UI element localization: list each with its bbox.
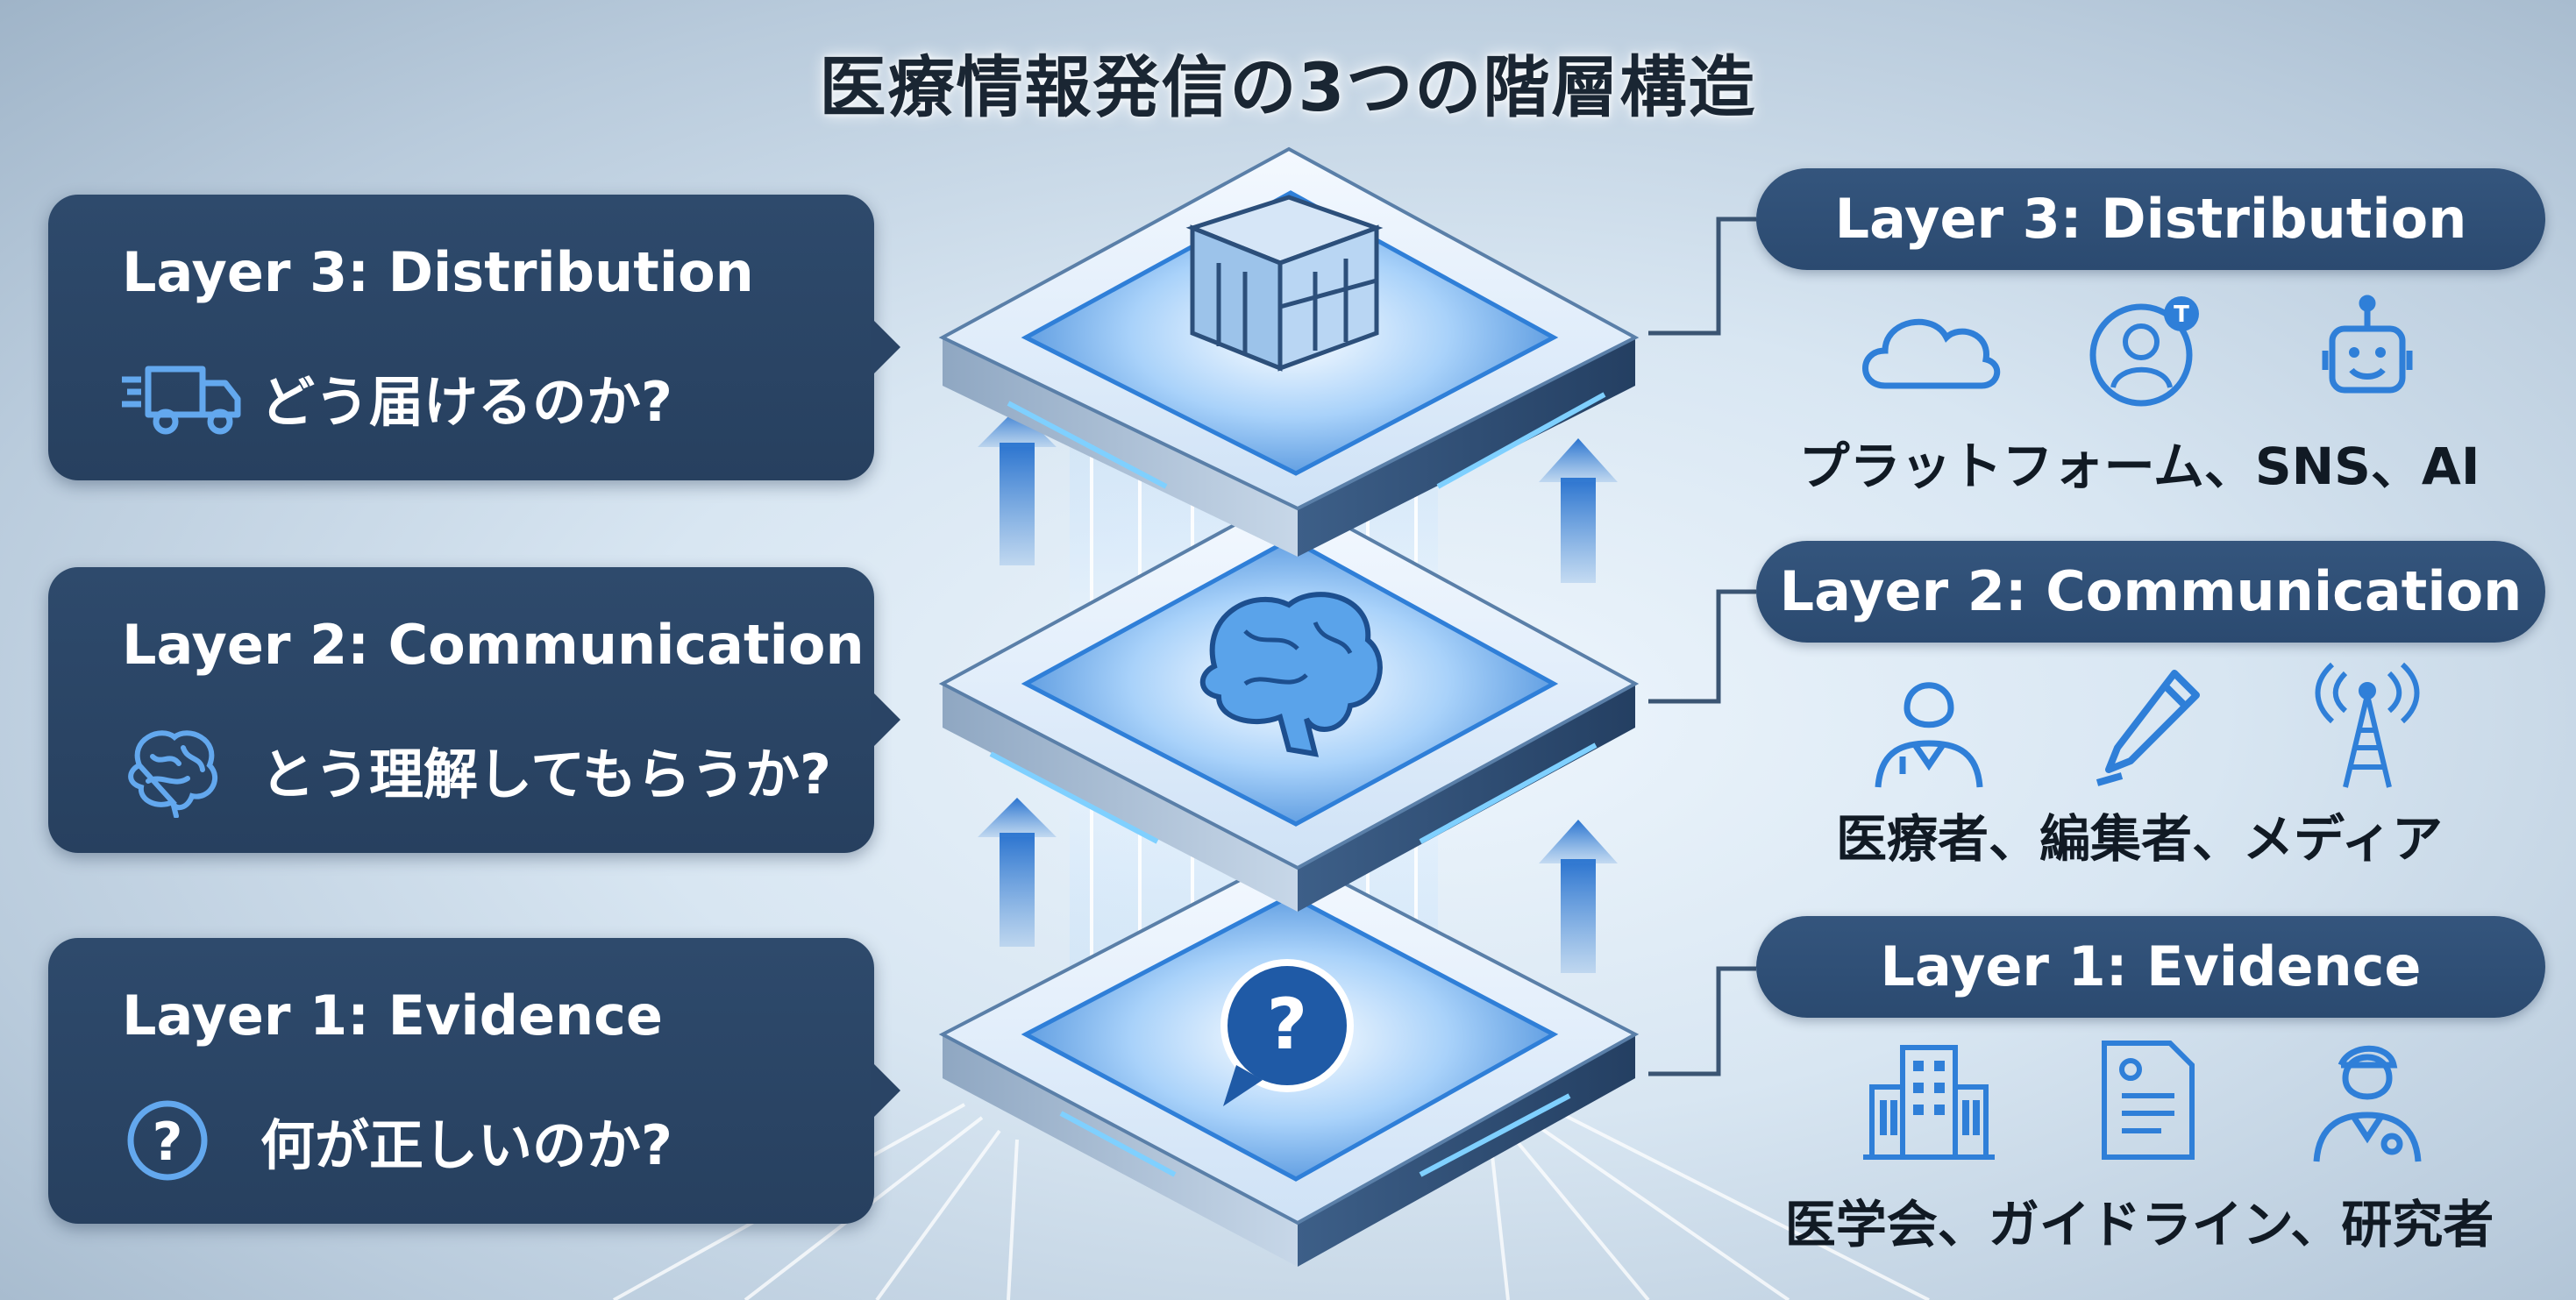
platform-layer-1: ? bbox=[938, 852, 1640, 1267]
callout-pointer bbox=[871, 317, 900, 377]
question-circle-icon: ? bbox=[122, 1092, 245, 1189]
truck-icon bbox=[122, 349, 245, 445]
callout-layer-3: Layer 3: Distribution どう届けるのか? bbox=[48, 195, 900, 480]
platform-layer-2 bbox=[938, 493, 1640, 912]
doctor-icon bbox=[1841, 656, 2017, 796]
upward-arrows bbox=[978, 408, 1618, 973]
pill-layer-3: Layer 3: Distribution bbox=[1756, 168, 2545, 270]
callout-pointer bbox=[871, 1061, 900, 1120]
pen-icon bbox=[2060, 656, 2236, 796]
actors-layer-2: 医療者、編集者、メディア bbox=[1836, 809, 2443, 869]
svg-text:T: T bbox=[2174, 302, 2189, 328]
callout-layer-title: Layer 2: Communication bbox=[122, 613, 865, 677]
broadcast-tower-icon bbox=[2280, 656, 2455, 796]
connectors bbox=[1648, 217, 1756, 1076]
server-cube-icon bbox=[1185, 195, 1384, 372]
building-icon bbox=[1841, 1030, 2017, 1170]
brain-icon bbox=[1199, 592, 1383, 757]
actors-layer-1: 医学会、ガイドライン、研究者 bbox=[1784, 1195, 2494, 1254]
question-bubble-icon: ? bbox=[1220, 959, 1354, 1106]
pill-layer-1: Layer 1: Evidence bbox=[1756, 916, 2545, 1018]
actors-layer-3: プラットフォーム、SNS、AI bbox=[1798, 437, 2480, 496]
icons-row-layer-1 bbox=[1841, 1030, 2455, 1170]
document-icon bbox=[2060, 1030, 2236, 1170]
robot-icon bbox=[2280, 281, 2455, 421]
callout-pointer bbox=[871, 690, 900, 749]
icons-row-layer-3: T bbox=[1841, 281, 2455, 421]
callout-question: どう届けるのか? bbox=[260, 370, 672, 434]
researcher-icon bbox=[2280, 1030, 2455, 1170]
cloud-icon bbox=[1841, 281, 2017, 421]
pill-layer-2: Layer 2: Communication bbox=[1756, 541, 2545, 643]
callout-layer-1: Layer 1: Evidence ? 何が正しいのか? bbox=[48, 938, 900, 1224]
icons-row-layer-2 bbox=[1841, 656, 2455, 796]
svg-text:?: ? bbox=[153, 1112, 183, 1173]
callout-layer-2: Layer 2: Communication とう理解してもらうか? bbox=[48, 567, 900, 853]
callout-question: 何が正しいのか? bbox=[260, 1113, 672, 1177]
brain-icon bbox=[122, 721, 245, 818]
callout-question: とう理解してもらうか? bbox=[260, 742, 832, 806]
callout-layer-title: Layer 3: Distribution bbox=[122, 240, 754, 304]
user-badge-icon: T bbox=[2060, 281, 2236, 421]
callout-layer-title: Layer 1: Evidence bbox=[122, 984, 663, 1048]
platform-layer-3 bbox=[938, 146, 1640, 557]
diagram-title: 医療情報発信の3つの階層構造 bbox=[819, 48, 1757, 126]
svg-text:?: ? bbox=[1267, 984, 1307, 1065]
